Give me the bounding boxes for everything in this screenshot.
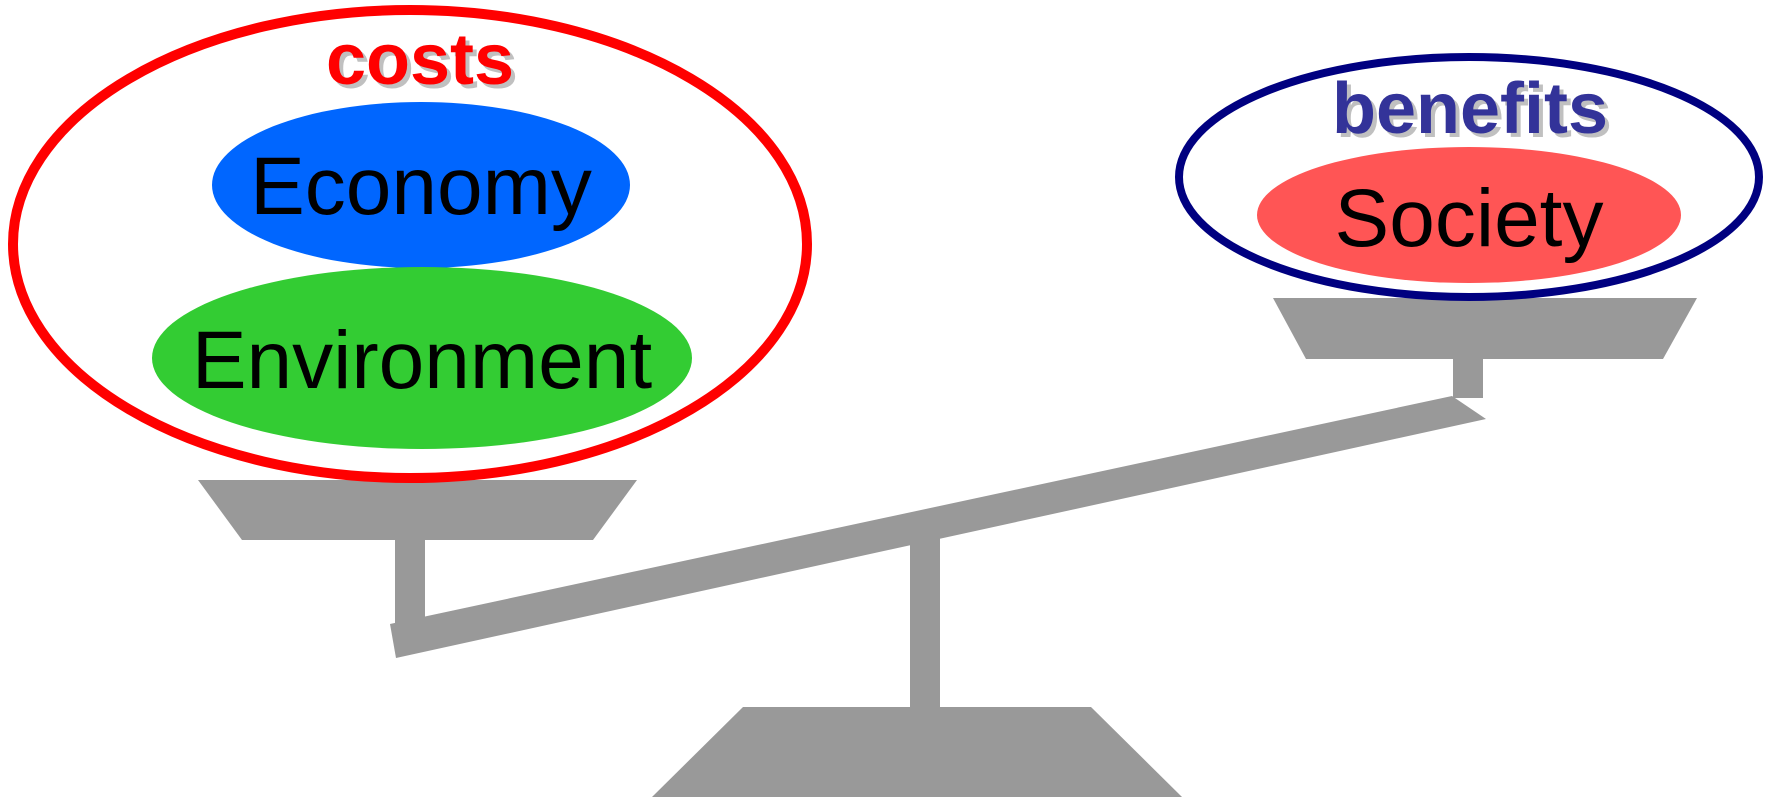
left-pan-stem <box>395 538 425 624</box>
left-pan <box>198 480 637 540</box>
benefits-heading-shadow: benefits <box>1336 73 1612 153</box>
right-pan-stem <box>1453 358 1483 398</box>
scale-post <box>910 535 940 708</box>
economy-bubble <box>212 102 630 268</box>
benefits-heading: benefits <box>1332 69 1608 149</box>
scale-base <box>652 707 1182 797</box>
benefits-group: Society benefits benefits <box>1175 53 1763 301</box>
society-label: Society <box>1335 173 1604 264</box>
scale-beam <box>390 396 1486 658</box>
environment-label: Environment <box>192 315 653 406</box>
costs-group: Economy Environment costs costs <box>8 5 812 483</box>
environment-bubble <box>152 267 692 449</box>
economy-label: Economy <box>250 141 592 232</box>
costs-heading-shadow: costs <box>330 24 518 104</box>
society-bubble <box>1257 147 1681 283</box>
costs-heading: costs <box>326 20 514 100</box>
right-pan <box>1273 298 1697 359</box>
